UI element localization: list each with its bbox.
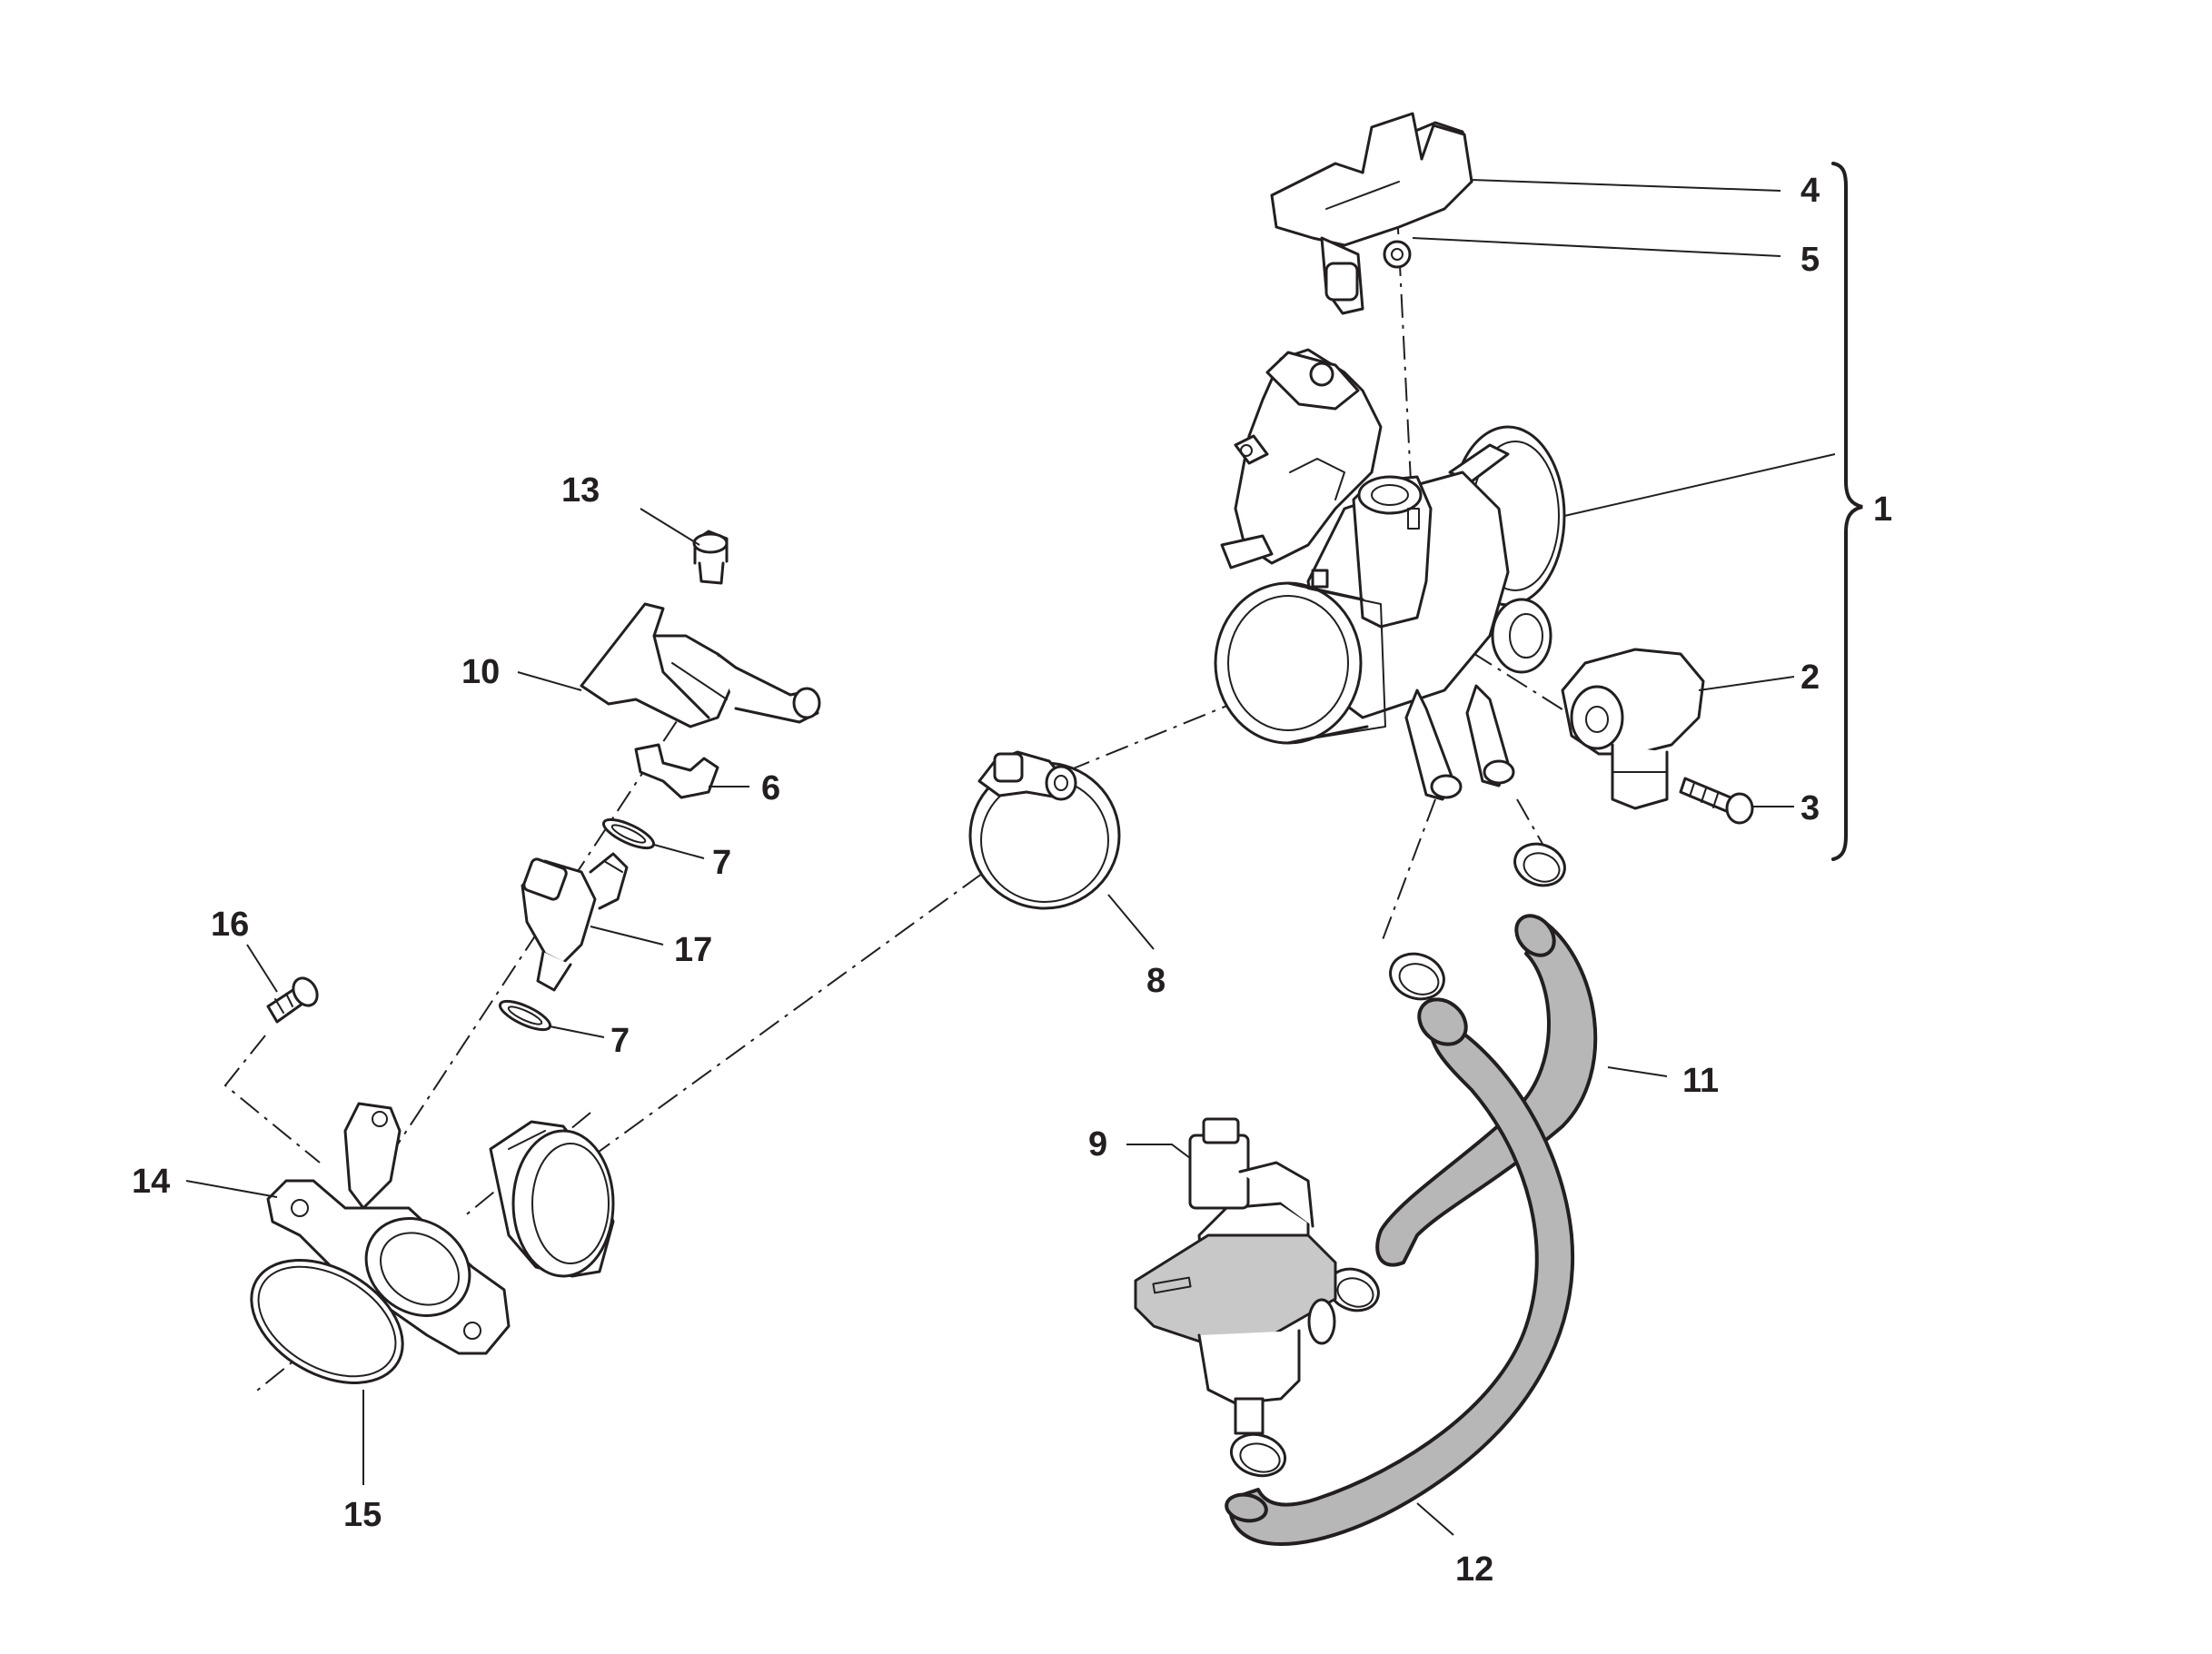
hose-clamp-upper-right bbox=[1513, 842, 1566, 887]
callout-14: 14 bbox=[132, 1163, 170, 1201]
assembly-axes bbox=[223, 210, 1583, 1395]
callout-9: 9 bbox=[1088, 1125, 1107, 1164]
callout-6: 6 bbox=[761, 769, 780, 807]
hose-12 bbox=[1225, 997, 1575, 1546]
leader-14 bbox=[185, 1180, 278, 1198]
callout-13: 13 bbox=[561, 471, 600, 510]
leader-16 bbox=[246, 944, 278, 993]
axis-oring-15 bbox=[252, 1289, 382, 1395]
leader-2 bbox=[1698, 676, 1795, 691]
callout-15: 15 bbox=[343, 1496, 382, 1534]
callout-10: 10 bbox=[461, 653, 500, 691]
leader-lines bbox=[185, 179, 1836, 1536]
screw-3 bbox=[1679, 777, 1754, 825]
leader-1 bbox=[1563, 453, 1836, 517]
throttle-position-sensor bbox=[1561, 648, 1705, 810]
leader-13 bbox=[640, 508, 700, 546]
callout-7b: 7 bbox=[610, 1022, 630, 1060]
axis-injector bbox=[462, 1112, 591, 1218]
assembly-brace bbox=[1831, 162, 1863, 861]
callout-7a: 7 bbox=[712, 844, 731, 882]
throttle-body bbox=[1214, 348, 1566, 801]
callout-5: 5 bbox=[1800, 241, 1820, 279]
leader-7a bbox=[653, 844, 705, 859]
leader-9 bbox=[1126, 1144, 1191, 1159]
o-ring-15 bbox=[250, 1259, 404, 1384]
callout-16: 16 bbox=[211, 906, 249, 944]
callout-2: 2 bbox=[1800, 659, 1820, 697]
hose-clamp-upper-left bbox=[1389, 952, 1445, 1001]
hose-clamp-8 bbox=[968, 750, 1121, 910]
valve-9 bbox=[1134, 1117, 1337, 1435]
leader-17 bbox=[590, 926, 664, 946]
o-ring-7a bbox=[601, 817, 656, 850]
callout-11: 11 bbox=[1682, 1062, 1719, 1100]
leader-10 bbox=[517, 671, 582, 691]
leader-11 bbox=[1607, 1066, 1668, 1077]
callout-labels: 4 5 1 2 3 6 7 7 17 8 9 10 11 12 13 14 15… bbox=[132, 172, 1892, 1589]
clip-6 bbox=[634, 743, 719, 799]
leader-8 bbox=[1107, 894, 1155, 950]
callout-3: 3 bbox=[1800, 789, 1820, 827]
axis-sensor-2 bbox=[1471, 651, 1583, 723]
throttle-adapter-14 bbox=[266, 1102, 615, 1355]
axis-bolt-16 bbox=[223, 1035, 321, 1164]
o-ring-7b bbox=[498, 999, 552, 1032]
callout-12: 12 bbox=[1455, 1550, 1493, 1589]
map-sensor bbox=[1270, 112, 1473, 315]
callout-4: 4 bbox=[1800, 172, 1820, 210]
hose-11 bbox=[1375, 914, 1598, 1267]
hose-clamp-lower bbox=[1229, 1432, 1287, 1478]
callout-17: 17 bbox=[674, 931, 712, 969]
callout-1: 1 bbox=[1873, 490, 1892, 529]
leader-5 bbox=[1412, 237, 1781, 257]
axis-hose-left bbox=[1380, 798, 1436, 946]
fuel-rail-10 bbox=[580, 602, 821, 728]
axis-throttle-adapter bbox=[558, 848, 1017, 1182]
callout-8: 8 bbox=[1146, 962, 1166, 1000]
bolt-13 bbox=[692, 530, 729, 585]
leader-12 bbox=[1416, 1502, 1454, 1536]
leader-7b bbox=[549, 1025, 605, 1038]
injector-17 bbox=[521, 852, 629, 992]
bolt-16 bbox=[266, 976, 319, 1024]
leader-4 bbox=[1471, 179, 1781, 192]
